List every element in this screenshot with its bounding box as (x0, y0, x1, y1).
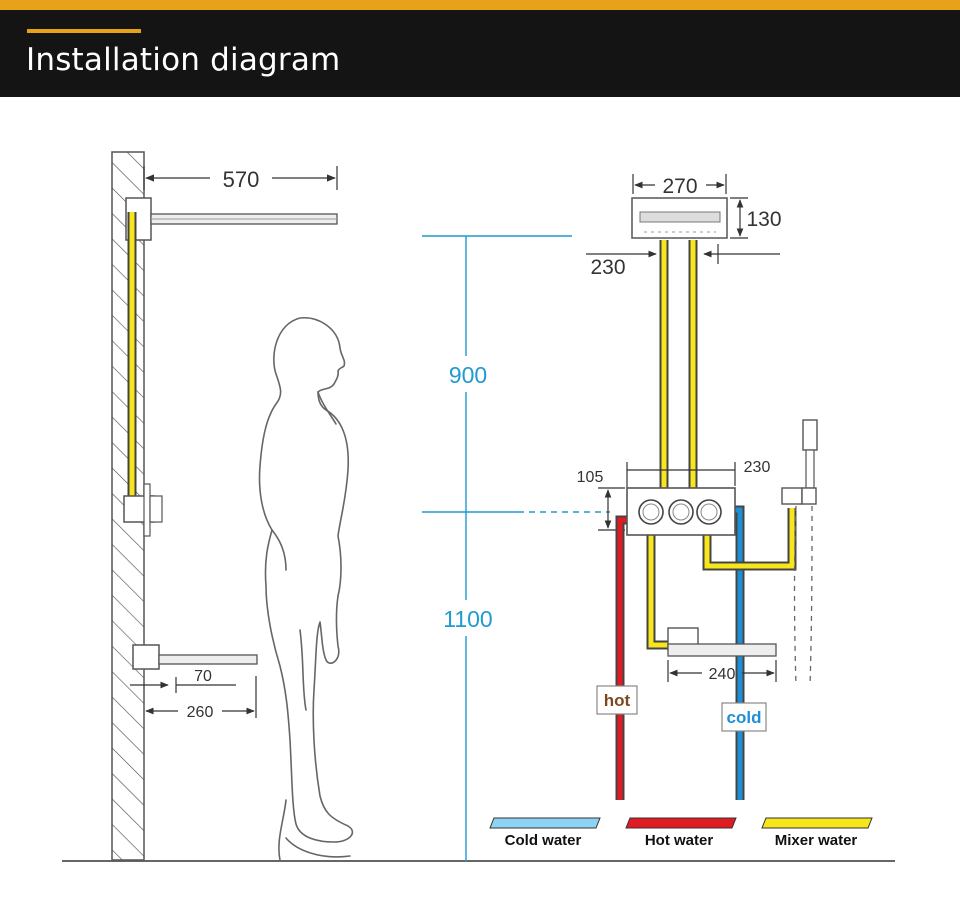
dim-570: 570 (143, 166, 338, 192)
hot-label: hot (596, 685, 638, 715)
dim-label-570: 570 (223, 167, 260, 192)
header-bar: Installation diagram (0, 0, 960, 97)
legend-cold-label: Cold water (505, 832, 582, 849)
hot-water-pipe (615, 515, 631, 800)
header-top-stripe (0, 0, 960, 10)
dim-label-230-head: 230 (590, 256, 625, 279)
dim-label-240: 240 (709, 666, 736, 683)
spout-front (667, 627, 777, 657)
hot-label-text: hot (604, 691, 631, 710)
dim-label-70: 70 (194, 668, 212, 685)
hand-shower (781, 419, 818, 687)
valve-side-view (123, 483, 163, 537)
header-accent-line (27, 29, 141, 33)
cold-label-text: cold (727, 708, 762, 727)
dim-230-head: 230 (586, 244, 780, 279)
human-figure (258, 317, 354, 861)
dim-label-270: 270 (662, 175, 697, 198)
legend-cold: Cold water (489, 817, 601, 849)
mixer-pipe-spout (646, 535, 672, 650)
dim-130: 130 (730, 197, 782, 239)
legend-hot-label: Hot water (645, 832, 714, 849)
installation-diagram: 570 70 260 900 1100 (62, 151, 895, 862)
dim-105: 105 (577, 462, 628, 531)
legend-mixer-label: Mixer water (775, 832, 858, 849)
dim-240: 240 (667, 660, 777, 683)
dim-230-valve: 230 (627, 459, 770, 486)
dim-label-230-valve: 230 (744, 459, 771, 476)
legend: Cold water Hot water Mixer water (489, 817, 873, 849)
dim-label-1100: 1100 (443, 606, 492, 632)
dim-label-260: 260 (187, 704, 214, 721)
dim-270: 270 (632, 174, 727, 198)
legend-mixer: Mixer water (761, 817, 873, 849)
legend-hot: Hot water (625, 817, 737, 849)
mixer-pipe-handshower (702, 508, 797, 571)
dim-label-105: 105 (577, 469, 604, 486)
cold-label: cold (721, 702, 767, 732)
height-dimension: 900 1100 (422, 235, 610, 862)
shower-head-front (631, 197, 728, 239)
dim-260: 260 (145, 676, 257, 721)
dim-70: 70 (130, 668, 236, 693)
dim-label-130: 130 (746, 208, 781, 231)
shower-arm-side-view (125, 197, 338, 241)
mixer-pipes-head (659, 240, 698, 490)
spout-side-view (132, 644, 258, 670)
dim-label-900: 900 (449, 362, 487, 388)
page-title: Installation diagram (26, 42, 341, 78)
thermostatic-valve (626, 487, 736, 536)
